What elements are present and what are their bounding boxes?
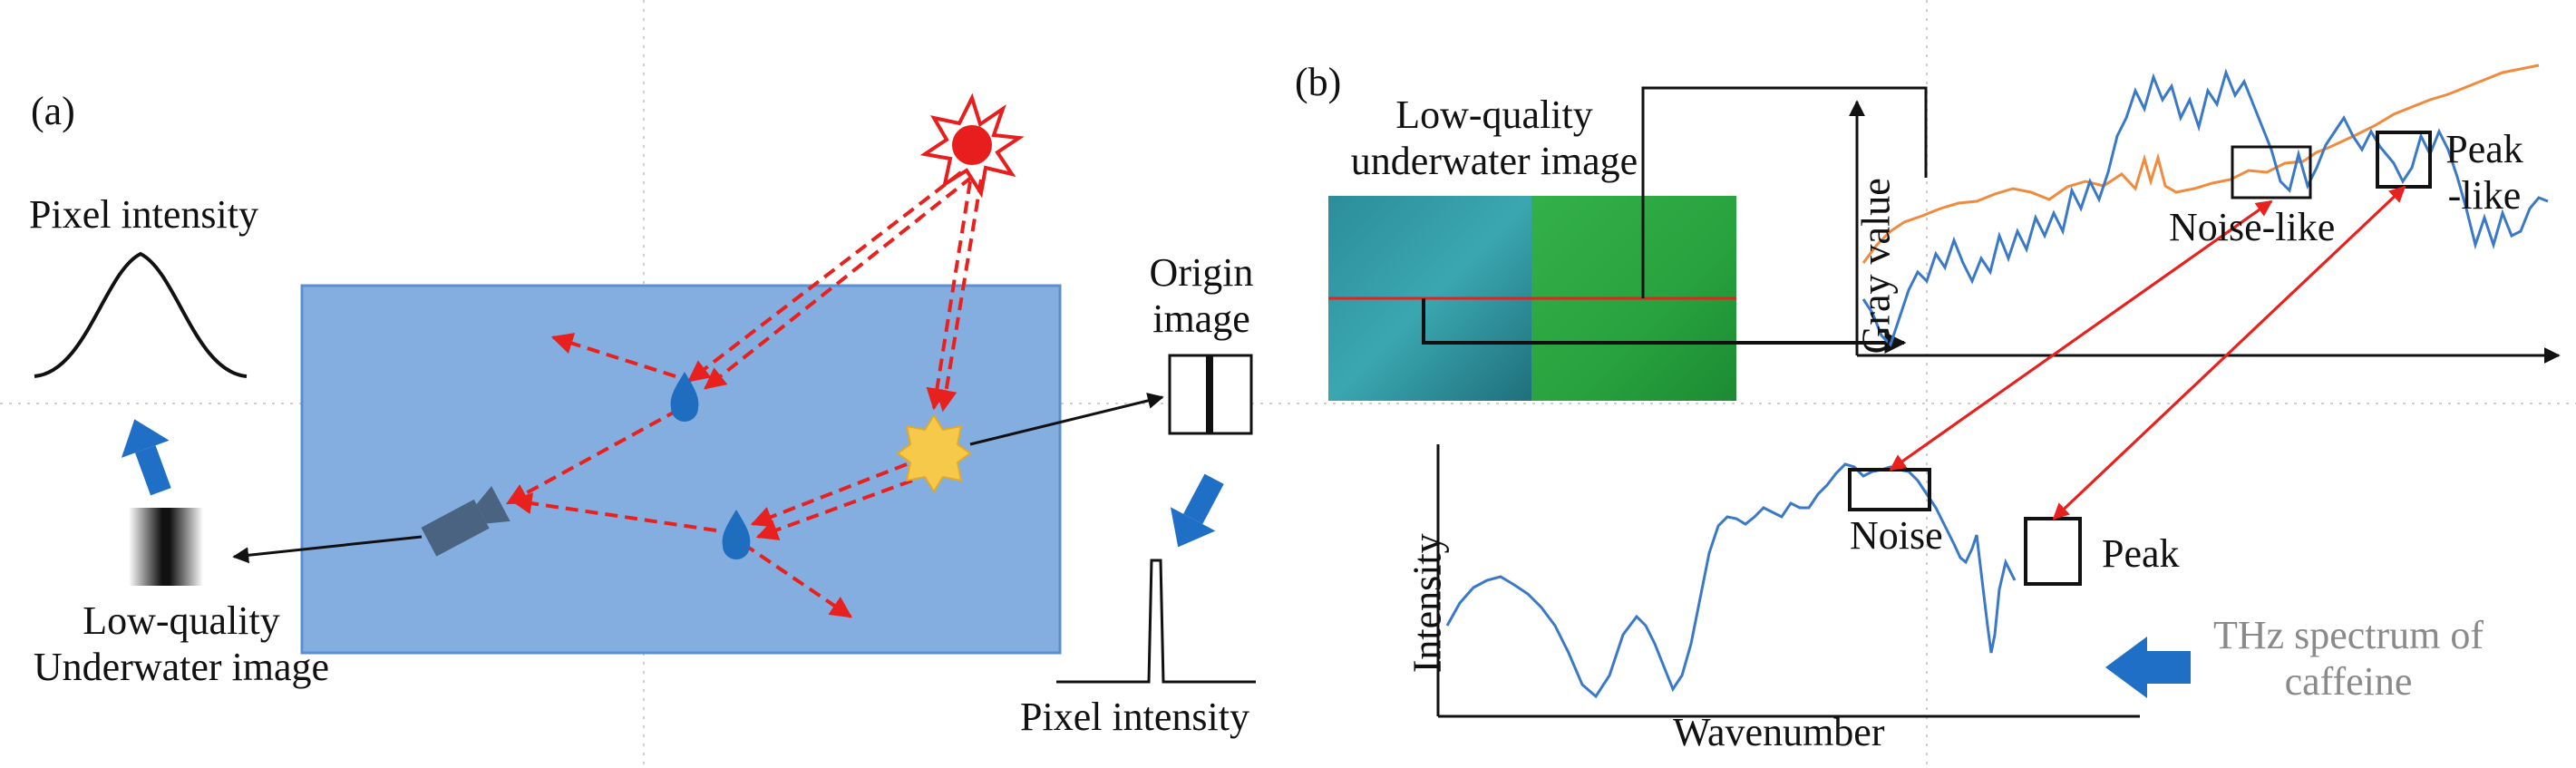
underwater-image-label: Low-quality underwater image (1349, 92, 1639, 184)
low-quality-line2: Underwater image (33, 644, 330, 689)
wavenumber-axis-label: Wavenumber (1673, 710, 1885, 754)
noise-label: Noise (1850, 513, 1943, 558)
droplet-icon (670, 372, 699, 422)
origin-image-label: Origin image (1129, 250, 1274, 342)
pixel-intensity-bottom-label: Pixel intensity (1020, 695, 1249, 739)
peak-box (2024, 517, 2082, 586)
object-to-image-arrow (969, 393, 1164, 446)
scan-to-curve-connector (1641, 86, 1928, 298)
object-star-icon (896, 413, 972, 493)
impulse-curve (1056, 559, 1256, 684)
thz-spectrum-line1: THz spectrum of (2212, 613, 2484, 657)
low-quality-line1: Low-quality (83, 598, 280, 643)
noise-like-label: Noise-like (2169, 205, 2336, 249)
blurred-edge-image (129, 508, 203, 586)
droplet-icon (722, 510, 751, 559)
underwater-image-line2: underwater image (1350, 138, 1638, 183)
thz-spectrum-curve (1445, 462, 2017, 699)
pixel-intensity-top-label: Pixel intensity (29, 192, 258, 237)
gray-value-axis-label: Gray value (1853, 178, 1899, 355)
thz-spectrum-line2: caffeine (2284, 658, 2413, 704)
correspondence-arrows (1889, 185, 2406, 520)
gaussian-curve (34, 251, 248, 378)
low-quality-label: Low-quality Underwater image (27, 598, 335, 690)
peak-like-line2: -like (2447, 172, 2522, 218)
noise-like-box (2231, 145, 2312, 199)
origin-image-edge (1206, 355, 1213, 433)
blue-up-arrow (121, 419, 171, 496)
panel-b-label: (b) (1295, 60, 1342, 104)
sun-icon (919, 92, 1025, 199)
orange-gray-curve (1862, 63, 2540, 264)
peak-like-label: Peak -like (2430, 127, 2539, 219)
panel-a-label: (a) (31, 89, 75, 133)
blue-gray-curve (1862, 68, 2549, 347)
light-rays (505, 170, 983, 618)
origin-image-line1: Origin (1149, 250, 1254, 295)
peak-label: Peak (2102, 531, 2180, 576)
camera-icon (421, 486, 510, 557)
underwater-image-line1: Low-quality (1395, 92, 1593, 137)
intensity-axis-label: Intensity (1405, 533, 1450, 674)
blue-left-arrow (2105, 637, 2191, 698)
camera-to-image-arrow (232, 535, 423, 564)
origin-image-line2: image (1152, 296, 1250, 341)
blue-down-arrow (1170, 473, 1224, 548)
thz-spectrum-label: THz spectrum of caffeine (2199, 613, 2498, 705)
peak-like-line1: Peak (2445, 127, 2523, 171)
image-to-plot-connector (1422, 298, 1907, 354)
